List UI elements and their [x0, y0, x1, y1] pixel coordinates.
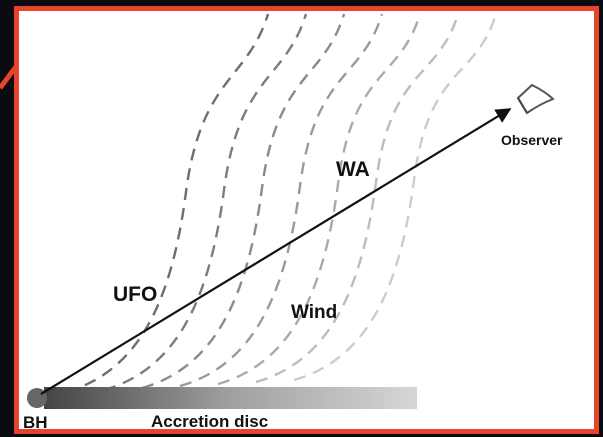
bh-label: BH [23, 413, 48, 429]
accretion-disc [44, 387, 417, 409]
wind-streamline [103, 13, 308, 392]
wa-label: WA [336, 158, 370, 181]
accretion-disc-label: Accretion disc [151, 412, 268, 429]
wind-streamline [217, 13, 422, 386]
wind-streamlines [65, 13, 498, 394]
diagram-panel: WA UFO Wind Observer BH Accretion disc [14, 6, 599, 434]
ufo-label: UFO [113, 283, 157, 306]
wind-streamline [141, 13, 346, 390]
line-of-sight-arrow [40, 108, 512, 395]
wind-streamline [179, 13, 384, 388]
wind-streamline [293, 13, 498, 382]
observer-label: Observer [501, 132, 563, 148]
wind-streamline [65, 13, 270, 394]
wind-label: Wind [291, 302, 337, 323]
eye-icon [516, 83, 555, 115]
diagram: WA UFO Wind Observer BH Accretion disc [23, 13, 563, 429]
wind-streamline [255, 13, 460, 384]
